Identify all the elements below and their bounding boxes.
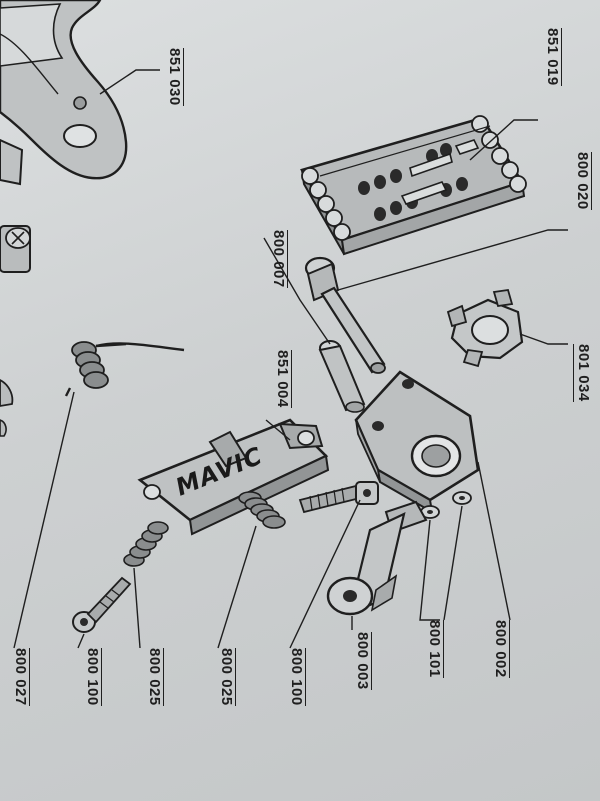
part-number-800-003: 800 003 — [353, 632, 372, 690]
part-number-851-004: 851 004 — [273, 350, 292, 408]
part-number-851-019: 851 019 — [543, 28, 562, 86]
tab-washer-part-801-034 — [446, 288, 524, 368]
part-number-800-100-upper: 800 100 — [287, 648, 306, 706]
partial-fragments-left — [0, 378, 14, 437]
bracket-part-851-030 — [0, 0, 128, 186]
part-number-800-020: 800 020 — [573, 152, 592, 210]
part-number-851-030: 851 030 — [165, 48, 184, 106]
torsion-spring-part-800-027 — [64, 341, 185, 397]
part-number-801-034: 801 034 — [573, 344, 592, 402]
arm-part-851-004: MAVIC — [137, 418, 330, 536]
axle-pin-part-800-020 — [304, 256, 386, 374]
spring-part-800-025-lower — [123, 521, 169, 567]
part-number-800-025-upper: 800 025 — [217, 648, 236, 706]
part-number-800-101: 800 101 — [425, 620, 444, 678]
screw-part-800-100-upper — [298, 481, 379, 514]
partial-screw-left — [0, 225, 31, 273]
part-number-800-002: 800 002 — [491, 620, 510, 678]
part-number-800-025-lower: 800 025 — [145, 648, 164, 706]
washer-pair-part-800-101 — [420, 491, 472, 519]
leader-lines — [13, 69, 568, 649]
part-number-800-007: 800 007 — [269, 230, 288, 288]
plate-part-851-019 — [300, 115, 527, 256]
part-number-800-100-lower: 800 100 — [83, 648, 102, 706]
small-pin-part-800-007 — [318, 340, 366, 413]
part-number-800-027: 800 027 — [11, 648, 30, 706]
pivot-bolt-part-800-003 — [326, 500, 428, 616]
screw-part-800-100-lower — [72, 576, 132, 633]
spring-part-800-025-upper — [238, 491, 286, 529]
